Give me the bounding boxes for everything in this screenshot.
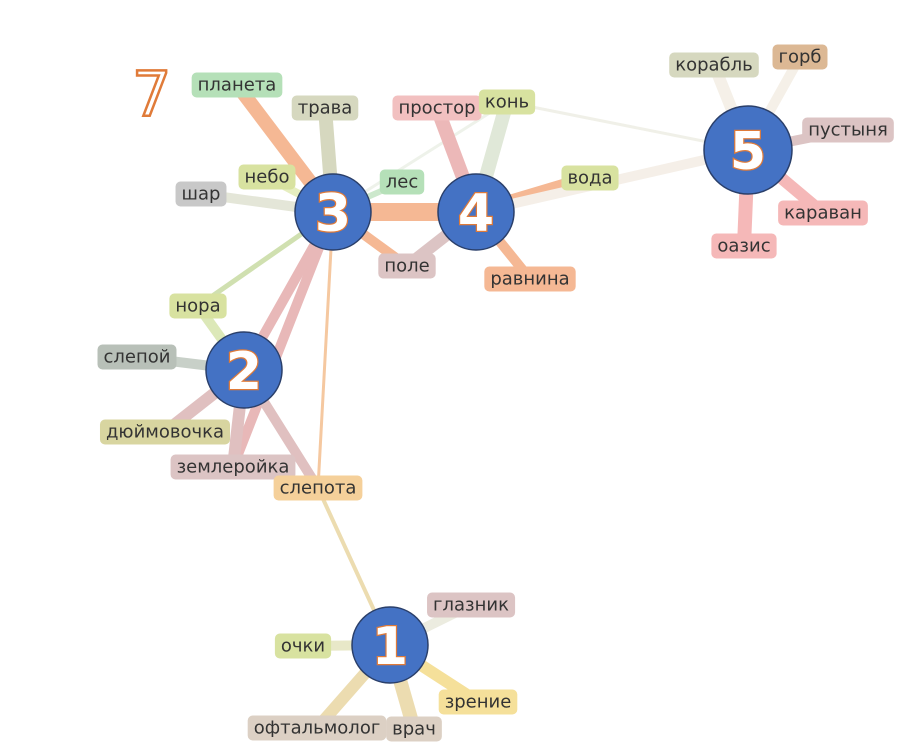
word-node-trava[interactable]: трава [291,95,359,121]
word-node-box [711,233,777,259]
word-node-ravnina[interactable]: равнина [484,266,576,292]
word-node-label: лес [386,172,418,193]
word-node-slepoy[interactable]: слепой [97,344,177,370]
labels-layer: планета трава небо шар лес простор конь вода пол… [97,44,894,742]
hub-node-2[interactable]: 2 [205,331,283,409]
word-node-pustynya[interactable]: пустыня [802,117,894,143]
word-node-oazis[interactable]: оазис [711,233,777,259]
word-node-dyuymovochka[interactable]: дюймовочка [99,419,231,445]
word-node-slepota[interactable]: слепота [273,475,363,501]
word-node-kon[interactable]: конь [478,89,536,115]
word-node-box [392,95,482,121]
word-node-korabl[interactable]: корабль [669,52,759,78]
word-node-label: шар [182,184,221,205]
word-node-label: зрение [445,692,512,713]
word-node-box [291,95,359,121]
word-node-label: планета [198,75,277,96]
word-node-label: землеройка [177,457,290,478]
word-node-label: слепота [280,478,357,499]
word-node-box [802,117,894,143]
word-node-box [274,633,332,659]
word-node-box [99,419,231,445]
word-node-box [427,592,516,618]
word-node-zemleroyka[interactable]: землеройка [170,454,296,480]
word-node-gorb[interactable]: горб [772,44,828,70]
word-node-label: офтальмолог [254,718,381,739]
word-node-ochki[interactable]: очки [274,633,332,659]
word-node-label: горб [779,47,822,68]
word-node-box [170,454,296,480]
word-node-box [247,715,387,741]
word-node-label: поле [384,256,429,277]
hub-node-number: 1 [372,617,408,677]
hub-node-4[interactable]: 4 [437,173,515,251]
word-node-box [561,165,619,191]
word-node-box [478,89,536,115]
hub-node-5[interactable]: 5 [703,105,793,195]
word-node-box [484,266,576,292]
word-node-prostor[interactable]: простор [392,95,482,121]
word-node-label: глазник [433,595,509,616]
word-node-label: конь [485,92,529,113]
hub-node-1[interactable]: 1 [351,606,429,684]
corner-number: 7 [132,58,171,131]
word-node-label: корабль [675,55,753,76]
hubs-layer: 1 2 3 4 5 [205,105,793,684]
word-node-label: нора [175,296,220,317]
word-node-nebo[interactable]: небо [238,164,296,190]
word-node-box [273,475,363,501]
hub-node-number: 5 [730,122,766,182]
word-node-label: дюймовочка [106,422,224,443]
hub-node-number: 2 [226,342,262,402]
hub-node-number: 3 [315,184,351,244]
word-node-box [191,72,283,98]
word-node-label: равнина [490,269,569,290]
word-node-label: вода [567,168,612,189]
word-node-label: простор [398,98,475,119]
word-node-box [772,44,828,70]
word-node-label: оазис [717,236,770,257]
word-node-box [169,293,227,319]
hub-node-number: 4 [458,184,494,244]
word-node-label: караван [784,203,862,224]
word-node-box [378,253,436,279]
word-node-box [669,52,759,78]
word-node-voda[interactable]: вода [561,165,619,191]
word-node-oftalmolog[interactable]: офтальмолог [247,715,387,741]
edge-h3-slepota [316,210,335,490]
word-node-zrenie[interactable]: зрение [438,689,518,715]
word-node-box [778,200,868,226]
word-node-label: пустыня [808,120,888,141]
word-node-label: очки [281,636,325,657]
word-node-label: слепой [104,347,171,368]
word-node-box [97,344,177,370]
hub-node-circle [294,173,372,251]
word-node-box [438,689,518,715]
word-node-pole[interactable]: поле [378,253,436,279]
word-node-shar[interactable]: шар [175,181,227,207]
word-node-label: трава [298,98,353,119]
hub-node-3[interactable]: 3 [294,173,372,251]
edge-h3-zemleroyka [228,207,338,472]
word-node-vrach[interactable]: врач [386,716,442,742]
word-node-glaznik[interactable]: глазник [427,592,516,618]
word-node-label: небо [245,167,290,188]
word-node-box [386,716,442,742]
word-node-box [238,164,296,190]
hub-node-circle [703,105,793,195]
word-node-planeta[interactable]: планета [191,72,283,98]
word-node-label: врач [392,719,436,740]
word-node-les[interactable]: лес [379,169,425,195]
word-node-karavan[interactable]: караван [778,200,868,226]
hub-node-circle [205,331,283,409]
hub-node-circle [351,606,429,684]
word-node-box [175,181,227,207]
word-node-nora[interactable]: нора [169,293,227,319]
word-node-box [379,169,425,195]
hub-node-circle [437,173,515,251]
